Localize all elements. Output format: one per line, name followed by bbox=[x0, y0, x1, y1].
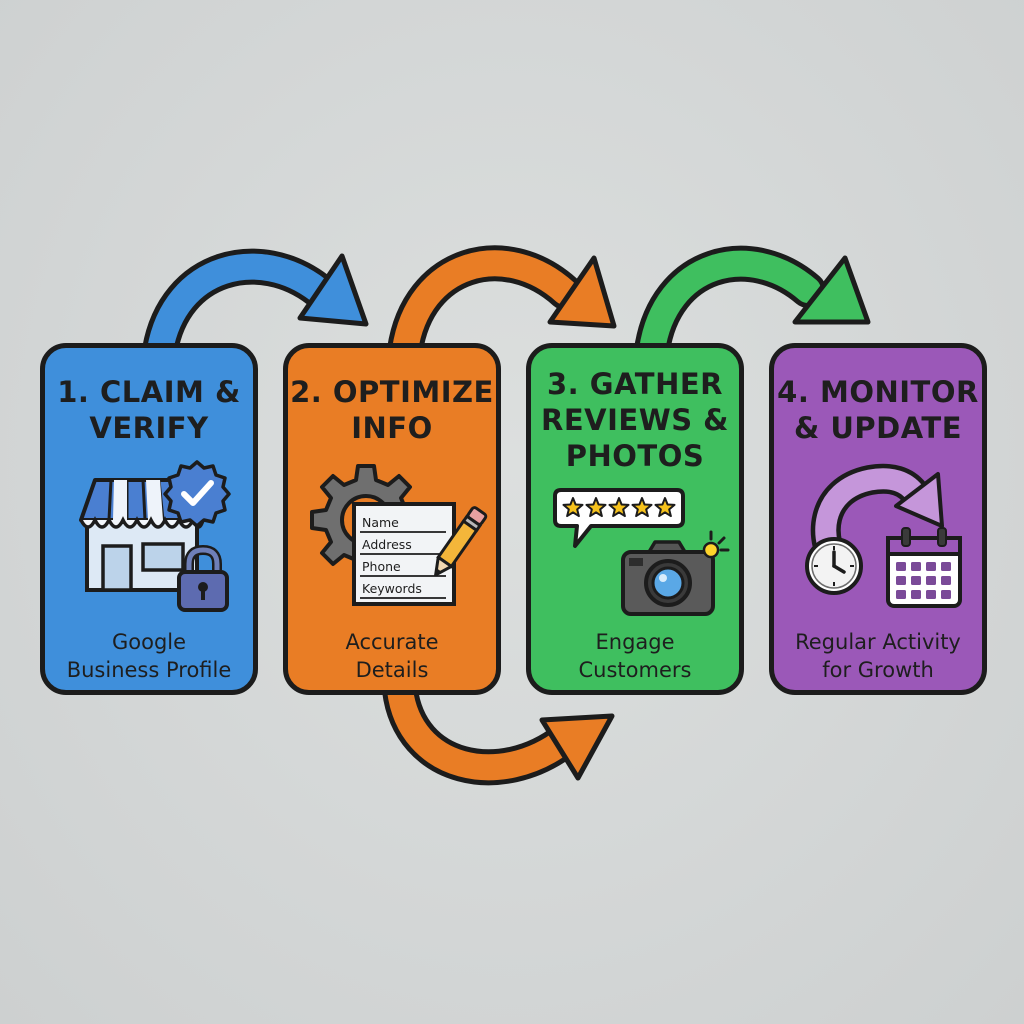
calendar-day-cell bbox=[896, 590, 906, 599]
calendar-day-cell bbox=[926, 590, 936, 599]
star-icon bbox=[562, 497, 584, 518]
pencil-icon bbox=[434, 506, 488, 577]
step-card-claim-verify: 1. CLAIM & VERIFY Goog bbox=[40, 343, 258, 695]
calendar-day-cell bbox=[911, 562, 921, 571]
step-title: 4. MONITOR & UPDATE bbox=[774, 374, 982, 446]
calendar-day-cell bbox=[911, 590, 921, 599]
flash-icon bbox=[702, 530, 730, 559]
speech-bubble-icon bbox=[553, 488, 685, 548]
form-field-label: Phone bbox=[362, 559, 401, 574]
step-title-line: & UPDATE bbox=[793, 411, 963, 445]
form-field-label: Address bbox=[362, 537, 412, 552]
calendar-day-cell bbox=[926, 576, 936, 585]
step-caption-line: Accurate bbox=[345, 630, 439, 654]
clock-icon bbox=[805, 537, 863, 595]
step-title: 2. OPTIMIZE INFO bbox=[288, 374, 496, 446]
calendar-day-cell bbox=[896, 576, 906, 585]
calendar-day-cell bbox=[911, 576, 921, 585]
rating-stars bbox=[562, 497, 676, 518]
step-title-line: INFO bbox=[351, 411, 433, 445]
form-field-label: Keywords bbox=[362, 581, 422, 596]
step-card-gather-reviews: 3. GATHER REVIEWS & PHOTOS Engage Custom… bbox=[526, 343, 744, 695]
arrow-step2-to-step3 bbox=[387, 245, 617, 368]
form-document-icon: Name Address Phone Keywords bbox=[352, 502, 456, 606]
calendar-day-cell bbox=[941, 562, 951, 571]
step-title-line: 3. GATHER bbox=[547, 367, 723, 401]
calendar-day-cell bbox=[941, 590, 951, 599]
calendar-day-cell bbox=[926, 562, 936, 571]
step-title: 1. CLAIM & VERIFY bbox=[45, 374, 253, 446]
step-card-monitor-update: 4. MONITOR & UPDATE Regular Activity bbox=[769, 343, 987, 695]
step-card-optimize-info: 2. OPTIMIZE INFO Name Address Phone Keyw… bbox=[283, 343, 501, 695]
calendar-grid bbox=[896, 562, 951, 599]
step-title-line: 2. OPTIMIZE bbox=[290, 375, 494, 409]
star-icon bbox=[631, 497, 653, 518]
calendar-day-cell bbox=[896, 562, 906, 571]
step-caption-line: Google bbox=[111, 630, 187, 654]
step-caption-line: Engage bbox=[595, 630, 675, 654]
step-caption-line: for Growth bbox=[822, 658, 934, 682]
form-field-label: Name bbox=[362, 515, 399, 530]
arrow-step2-to-step3-bottom bbox=[382, 672, 615, 786]
step-caption-line: Details bbox=[355, 658, 429, 682]
calendar-day-cell bbox=[941, 576, 951, 585]
step-title-line: 1. CLAIM & bbox=[57, 375, 241, 409]
step-title: 3. GATHER REVIEWS & PHOTOS bbox=[531, 366, 739, 474]
verified-badge-icon bbox=[163, 460, 231, 526]
calendar-icon bbox=[886, 527, 962, 608]
padlock-icon bbox=[177, 544, 229, 612]
step-title-line: VERIFY bbox=[89, 411, 209, 445]
step-caption: Accurate Details bbox=[288, 628, 496, 684]
arrow-step1-to-step2 bbox=[142, 248, 369, 368]
arrow-step3-to-step4 bbox=[634, 245, 871, 368]
step-caption: Google Business Profile bbox=[45, 628, 253, 684]
step-title-line: REVIEWS & bbox=[541, 403, 729, 437]
step-title-line: 4. MONITOR bbox=[777, 375, 979, 409]
step-caption-line: Business Profile bbox=[66, 658, 232, 682]
step-caption: Regular Activity for Growth bbox=[774, 628, 982, 684]
step-title-line: PHOTOS bbox=[565, 439, 705, 473]
star-icon bbox=[608, 497, 630, 518]
camera-icon bbox=[621, 540, 715, 616]
star-icon bbox=[654, 497, 676, 518]
step-caption-line: Customers bbox=[578, 658, 692, 682]
star-icon bbox=[585, 497, 607, 518]
step-caption: Engage Customers bbox=[531, 628, 739, 684]
step-caption-line: Regular Activity bbox=[795, 630, 961, 654]
